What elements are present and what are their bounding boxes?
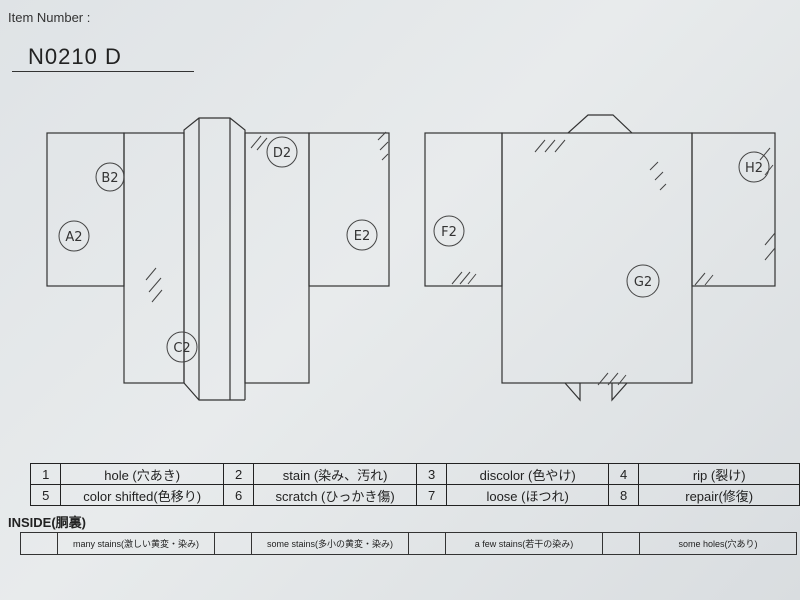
inside-option-label: a few stains(若干の染み)	[445, 532, 603, 555]
hatch-back-left-sleeve	[451, 271, 477, 285]
hatch-back-hem	[597, 372, 627, 386]
table-row: many stains(激しい黄変・染み) some stains(多小の黄変・…	[20, 532, 797, 555]
hatch-marks	[145, 131, 776, 386]
area-label-e2: E2	[354, 229, 371, 244]
circle-b2	[95, 162, 125, 192]
hatch-back-mid	[649, 161, 667, 191]
inside-option-label: some stains(多小の黄変・染み)	[251, 532, 409, 555]
table-row: 1 hole (穴あき) 2 stain (染み、汚れ) 3 discolor …	[29, 463, 800, 485]
checkbox-some-holes[interactable]	[602, 532, 640, 555]
area-label-c2: C2	[173, 341, 190, 356]
code-number: 2	[222, 463, 255, 485]
hatch-back-top	[534, 139, 566, 153]
hatch-front-right-corner	[377, 131, 389, 161]
circle-e2	[346, 219, 378, 251]
item-number-label: Item Number :	[8, 10, 91, 25]
code-number: 3	[415, 463, 448, 485]
code-number: 8	[607, 484, 640, 506]
table-row: 5 color shifted(色移り) 6 scratch (ひっかき傷) 7…	[29, 484, 800, 506]
code-label: scratch (ひっかき傷)	[253, 484, 417, 506]
area-label-b2: B2	[101, 171, 118, 186]
circle-g2	[626, 264, 660, 298]
front-right-panel	[244, 132, 310, 384]
code-number: 6	[222, 484, 255, 506]
code-label: hole (穴あき)	[60, 463, 224, 485]
label-circles	[58, 136, 770, 363]
area-labels: A2 B2 C2 D2 E2 F2 G2 H2	[65, 146, 763, 356]
checkbox-many-stains[interactable]	[20, 532, 58, 555]
back-outline	[424, 114, 776, 402]
front-right-sleeve	[308, 132, 390, 287]
back-hem-right-flap	[611, 382, 628, 402]
hatch-back-right-mid	[764, 232, 776, 261]
back-collar	[567, 114, 633, 134]
back-hem-left-flap	[564, 382, 581, 402]
front-left-sleeve	[46, 132, 125, 287]
area-label-d2: D2	[273, 146, 291, 161]
code-label: rip (裂け)	[638, 463, 800, 485]
area-label-h2: H2	[745, 161, 763, 176]
area-label-f2: F2	[441, 225, 457, 240]
circle-d2	[266, 136, 298, 168]
hatch-front-top	[250, 135, 268, 151]
code-label: stain (染み、汚れ)	[253, 463, 417, 485]
inside-condition-table: many stains(激しい黄変・染み) some stains(多小の黄変・…	[20, 532, 797, 555]
circle-h2	[738, 151, 770, 183]
area-label-g2: G2	[634, 275, 652, 290]
code-number: 4	[607, 463, 640, 485]
item-number-underline	[12, 71, 194, 72]
back-right-sleeve	[691, 132, 776, 287]
back-body	[501, 132, 693, 384]
item-number-value: N0210 D	[28, 44, 122, 69]
code-number: 7	[415, 484, 448, 506]
circle-a2	[58, 220, 90, 252]
code-number: 5	[29, 484, 62, 506]
inside-option-label: some holes(穴あり)	[639, 532, 797, 555]
code-label: discolor (色やけ)	[446, 463, 609, 485]
area-label-a2: A2	[65, 230, 82, 245]
hatch-back-right-low	[694, 272, 714, 286]
checkbox-some-stains[interactable]	[214, 532, 252, 555]
hatch-front-left	[145, 267, 163, 303]
front-collar-bottom	[183, 382, 245, 401]
inside-title: INSIDE(胴裏)	[8, 515, 87, 530]
circle-f2	[433, 215, 465, 247]
code-number: 1	[29, 463, 62, 485]
code-label: loose (ほつれ)	[446, 484, 609, 506]
front-outline	[46, 117, 390, 401]
checkbox-few-stains[interactable]	[408, 532, 446, 555]
defect-code-table: 1 hole (穴あき) 2 stain (染み、汚れ) 3 discolor …	[29, 463, 800, 506]
code-label: color shifted(色移り)	[60, 484, 224, 506]
inside-option-label: many stains(激しい黄変・染み)	[57, 532, 215, 555]
back-left-sleeve	[424, 132, 503, 287]
circle-c2	[166, 331, 198, 363]
code-label: repair(修復)	[638, 484, 800, 506]
